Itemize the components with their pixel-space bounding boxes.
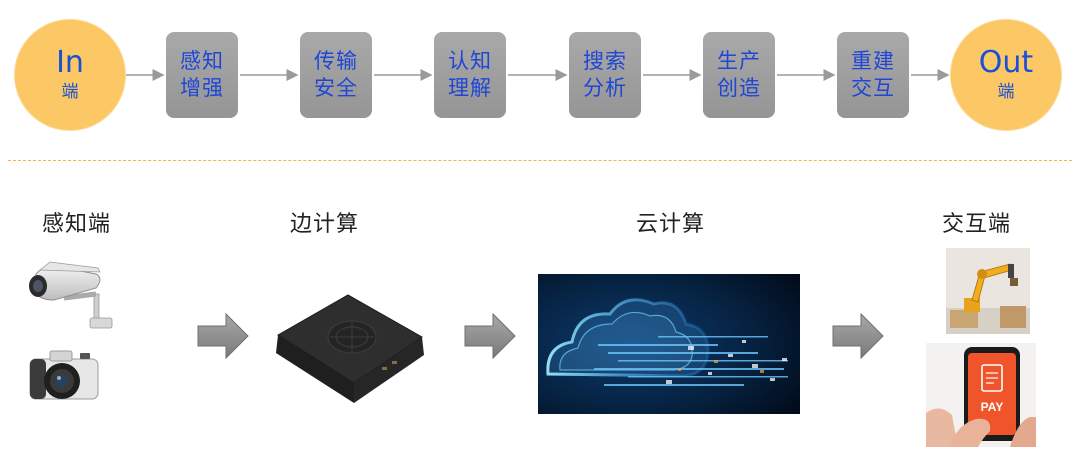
step-perception-enhance: 感知 增强 xyxy=(166,32,238,118)
step-label-line2: 创造 xyxy=(717,76,761,100)
step-label-line1: 感知 xyxy=(180,49,224,73)
step-label-line1: 生产 xyxy=(717,49,761,73)
flow-arrow-icon xyxy=(197,312,249,360)
flow-arrow-icon xyxy=(464,312,516,360)
step-label-line1: 传输 xyxy=(314,49,358,73)
stage-label-interaction: 交互端 xyxy=(942,212,1012,237)
step-transmission-security: 传输 安全 xyxy=(300,32,372,118)
step-label-line1: 搜索 xyxy=(583,49,627,73)
step-label-line2: 增强 xyxy=(180,76,224,100)
out-node-title: Out xyxy=(978,45,1034,80)
cloud-computing-image xyxy=(538,274,800,414)
out-node: Out 端 xyxy=(950,19,1062,131)
flow-arrow-icon xyxy=(832,312,884,360)
step-reconstruction-interaction: 重建 交互 xyxy=(837,32,909,118)
stage-label-edge-computing: 边计算 xyxy=(290,212,360,237)
step-label-line2: 交互 xyxy=(851,76,895,100)
dslr-camera-image xyxy=(29,350,99,400)
step-label-line1: 重建 xyxy=(851,49,895,73)
out-node-subtitle: 端 xyxy=(997,82,1015,102)
step-production-creation: 生产 创造 xyxy=(703,32,775,118)
step-label-line2: 分析 xyxy=(583,76,627,100)
step-label-line1: 认知 xyxy=(448,49,492,73)
section-divider xyxy=(8,160,1072,161)
step-cognition-understanding: 认知 理解 xyxy=(434,32,506,118)
stage-label-cloud-computing: 云计算 xyxy=(636,212,706,237)
stage-label-perception: 感知端 xyxy=(42,212,112,237)
in-node-title: In xyxy=(56,45,84,80)
step-label-line2: 理解 xyxy=(448,76,492,100)
pipeline-connectors xyxy=(126,69,950,81)
step-search-analysis: 搜索 分析 xyxy=(569,32,641,118)
cctv-camera-image xyxy=(29,261,113,329)
in-node: In 端 xyxy=(14,19,126,131)
robot-arm-image xyxy=(946,248,1030,334)
edge-computing-box-image xyxy=(276,294,424,403)
step-label-line2: 安全 xyxy=(314,76,358,100)
pay-label: PAY xyxy=(980,400,1004,414)
in-node-subtitle: 端 xyxy=(61,82,79,102)
mobile-payment-image xyxy=(926,343,1036,447)
